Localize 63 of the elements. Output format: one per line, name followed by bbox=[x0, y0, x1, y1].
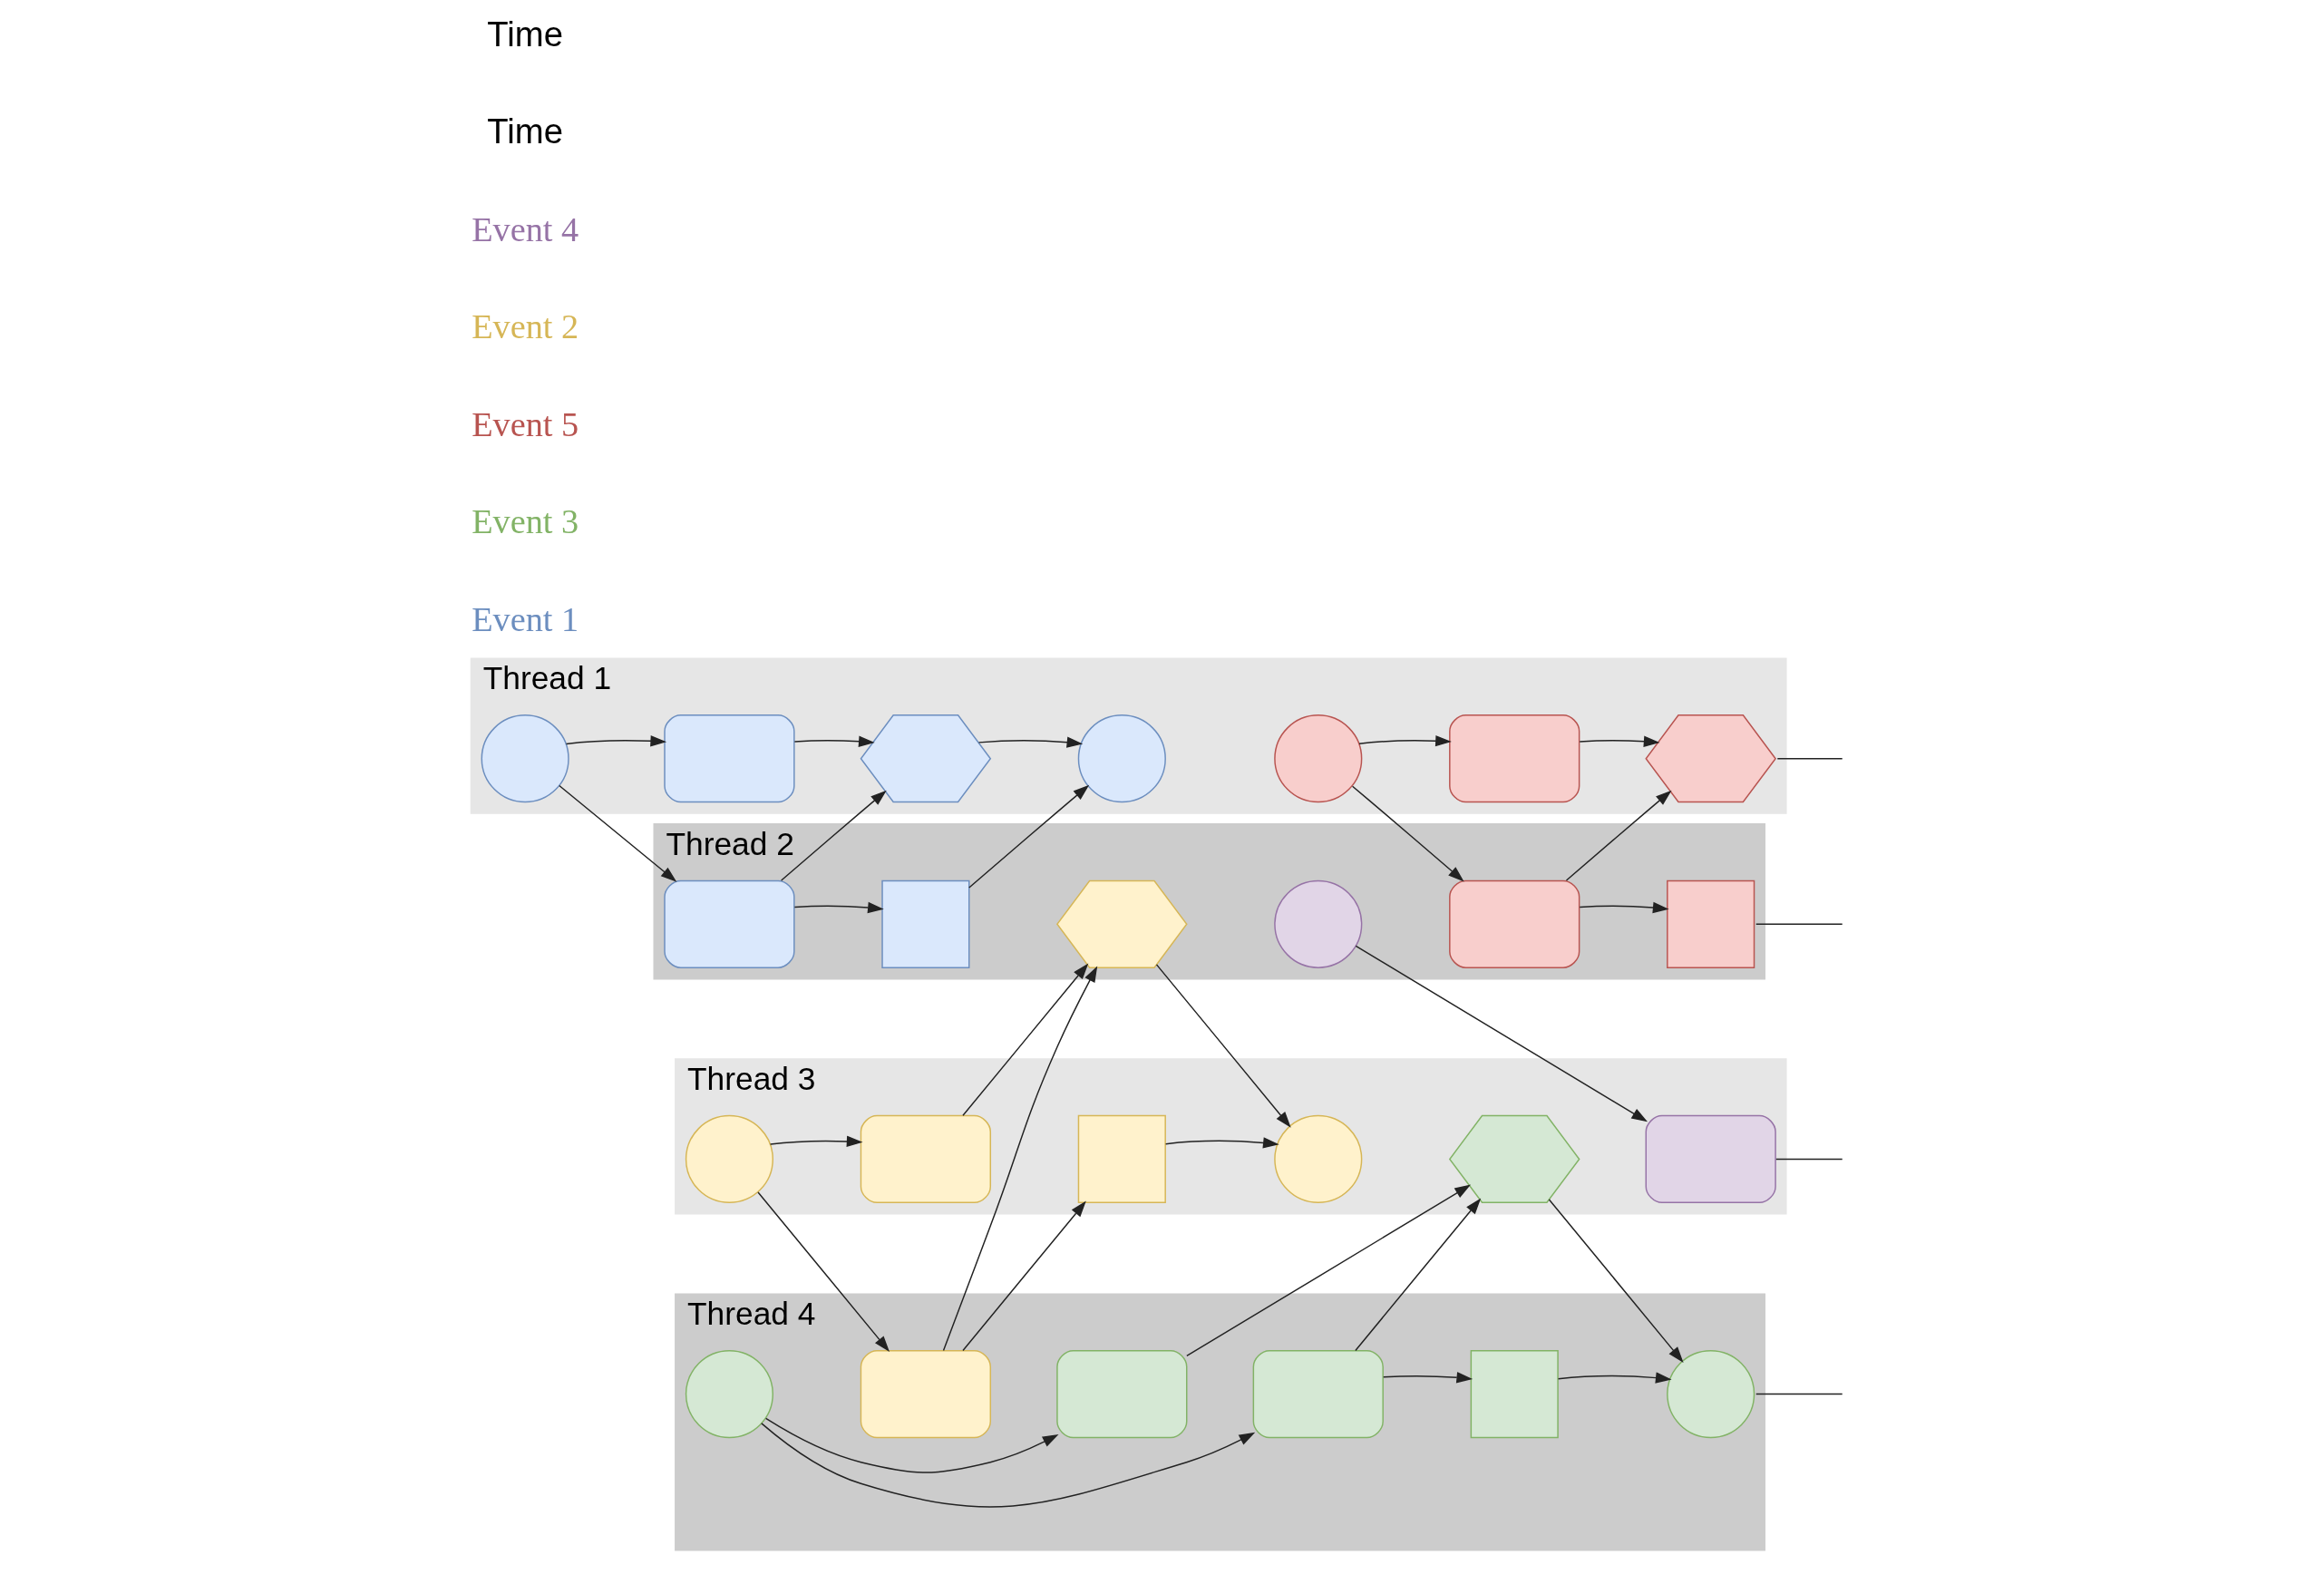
arrow bbox=[761, 1423, 1256, 1508]
node-circle bbox=[1274, 1114, 1363, 1204]
arrow bbox=[1383, 1372, 1473, 1384]
node-box bbox=[1449, 879, 1580, 968]
node-box bbox=[860, 1114, 992, 1204]
connector bbox=[1776, 757, 1843, 760]
label: Event 3 bbox=[472, 502, 579, 541]
arrow bbox=[1351, 785, 1464, 882]
node-circle bbox=[1274, 714, 1363, 803]
node-box bbox=[664, 879, 795, 968]
label: Time bbox=[487, 112, 563, 151]
node-box bbox=[1645, 1114, 1776, 1204]
arrow bbox=[793, 901, 884, 914]
arrow bbox=[1355, 1198, 1482, 1352]
arrow bbox=[793, 735, 875, 747]
arrow bbox=[780, 790, 887, 881]
arrow bbox=[1155, 964, 1291, 1128]
cluster: Thread 4 bbox=[675, 1293, 1766, 1551]
arrow bbox=[565, 735, 667, 747]
node-circle bbox=[1077, 714, 1166, 803]
arrow bbox=[1565, 790, 1672, 881]
arrow bbox=[1186, 1184, 1472, 1357]
connector bbox=[1755, 1393, 1843, 1395]
arrow bbox=[1579, 901, 1669, 914]
cluster: Thread 1 bbox=[470, 657, 1787, 814]
arrow bbox=[942, 966, 1098, 1352]
node-box bbox=[1252, 1350, 1384, 1439]
node-square bbox=[1077, 1114, 1166, 1204]
arrow bbox=[1358, 735, 1452, 747]
arrow bbox=[962, 1200, 1086, 1352]
node-box bbox=[1449, 714, 1580, 803]
arrow bbox=[559, 784, 677, 882]
node-circle bbox=[1667, 1350, 1755, 1439]
label: Event 2 bbox=[472, 307, 579, 346]
arrow bbox=[968, 784, 1090, 889]
label: Event 4 bbox=[472, 209, 579, 248]
node-square bbox=[881, 879, 970, 968]
arrow bbox=[1579, 735, 1660, 747]
arrow bbox=[1548, 1199, 1684, 1363]
arrow bbox=[769, 1135, 863, 1148]
node-square bbox=[1667, 879, 1755, 968]
node-circle bbox=[1274, 879, 1363, 968]
node-circle bbox=[481, 714, 569, 803]
node-hexagon bbox=[1056, 879, 1188, 968]
arrow bbox=[1355, 945, 1648, 1122]
label: Time bbox=[487, 14, 563, 53]
node-circle bbox=[685, 1114, 773, 1204]
arrow bbox=[1557, 1372, 1672, 1384]
connector bbox=[1755, 923, 1843, 926]
arrow bbox=[977, 736, 1084, 748]
arrow bbox=[962, 963, 1089, 1117]
arrow bbox=[1164, 1137, 1279, 1149]
arrow bbox=[764, 1417, 1059, 1473]
node-box bbox=[860, 1350, 992, 1439]
arrow bbox=[757, 1191, 890, 1352]
label: Event 1 bbox=[472, 599, 579, 638]
node-box bbox=[1056, 1350, 1188, 1439]
node-box bbox=[664, 714, 795, 803]
label: Event 5 bbox=[472, 404, 579, 443]
node-square bbox=[1470, 1350, 1559, 1439]
connector bbox=[1775, 1158, 1843, 1161]
node-hexagon bbox=[1448, 1114, 1580, 1204]
node-circle bbox=[685, 1350, 773, 1439]
